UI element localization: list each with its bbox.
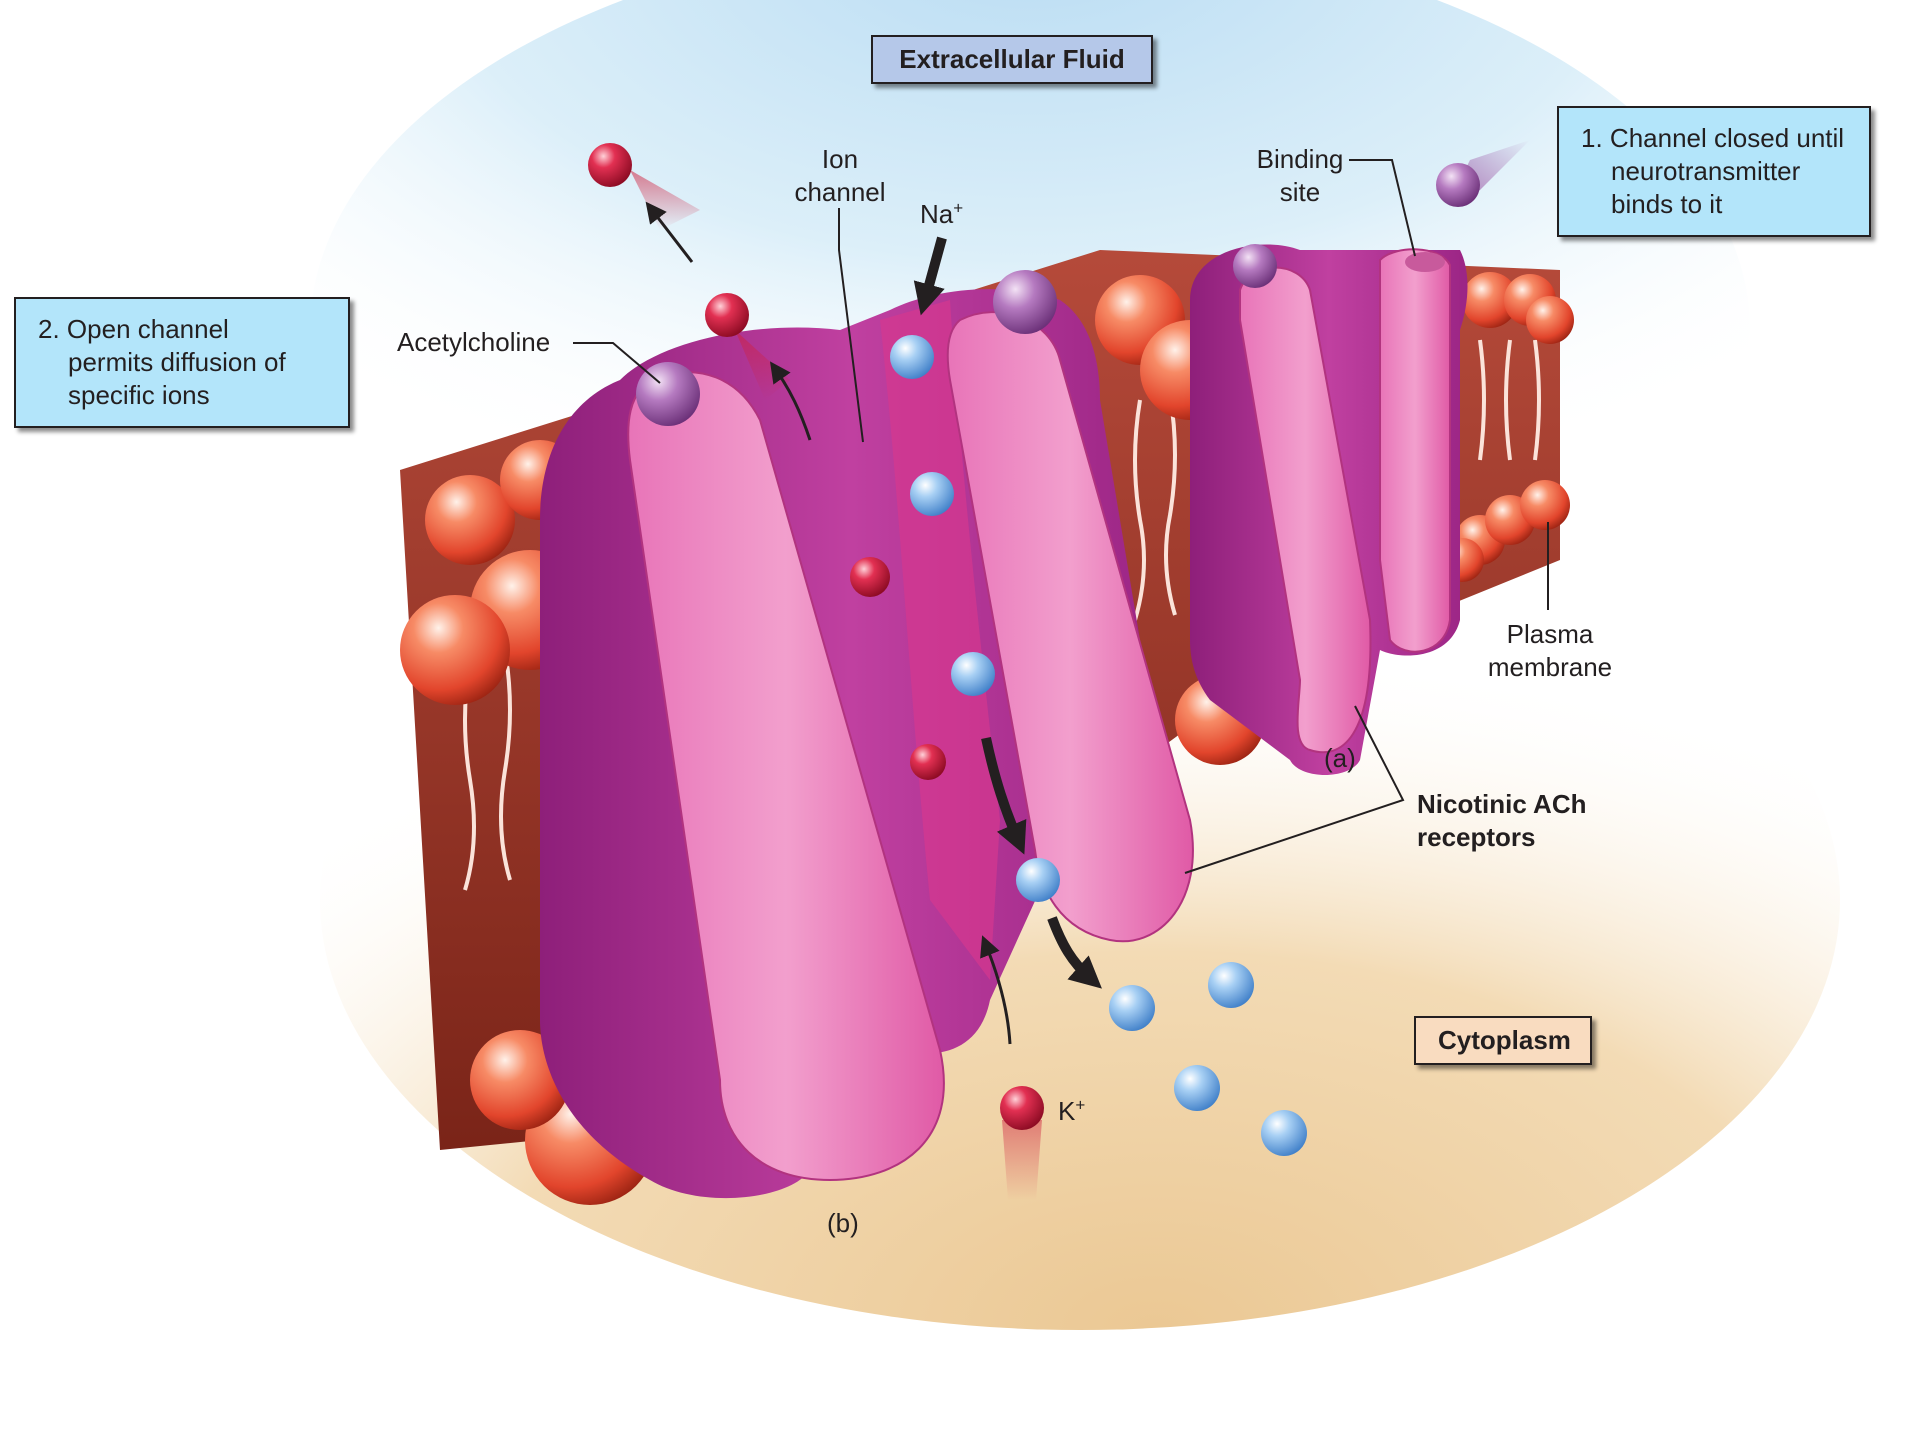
sodium-exit-arrow xyxy=(1047,916,1102,989)
extracellular-fluid-label: Extracellular Fluid xyxy=(871,35,1153,84)
nicotinic-receptor-a xyxy=(1190,244,1468,775)
step2-text-line1: Open channel xyxy=(66,314,229,344)
potassium-ions xyxy=(588,143,1044,1200)
potassium-ion-symbol: K xyxy=(1058,1096,1076,1126)
sodium-ion-symbol: Na xyxy=(920,199,954,229)
binding-site-label-line2: site xyxy=(1279,177,1321,207)
step1-text-line2: neurotransmitter xyxy=(1611,156,1801,186)
step1-number: 1. xyxy=(1581,123,1603,153)
sodium-flow-arrows xyxy=(913,236,1102,989)
potassium-ion-label: K+ xyxy=(1058,1095,1085,1128)
binding-site-leader xyxy=(1349,159,1416,257)
sodium-ions xyxy=(890,335,1307,1156)
panel-a-label: (a) xyxy=(1324,743,1356,773)
plasma-membrane-label: Plasma membrane xyxy=(1470,618,1630,684)
plasma-membrane-label-line2: membrane xyxy=(1487,652,1613,682)
step1-callout: 1. Channel closed until neurotransmitter… xyxy=(1557,106,1871,237)
potassium-entry-arrow xyxy=(980,935,1012,1045)
nicotinic-ach-label-line1: Nicotinic ACh xyxy=(1417,789,1587,819)
nicotinic-ach-receptors-label: Nicotinic ACh receptors xyxy=(1417,788,1586,854)
binding-site-label: Binding site xyxy=(1245,143,1355,209)
step2-text-line3: specific ions xyxy=(68,380,210,410)
step2-text-line2: permits diffusion of xyxy=(68,347,286,377)
cytoplasm-label: Cytoplasm xyxy=(1414,1016,1592,1065)
acetylcholine-molecule xyxy=(1233,244,1277,288)
panel-b-label: (b) xyxy=(827,1208,859,1238)
potassium-exit-arrow xyxy=(645,201,694,263)
plasma-membrane-label-line1: Plasma xyxy=(1506,619,1594,649)
sodium-ion-charge: + xyxy=(953,198,964,218)
acetylcholine-molecule xyxy=(636,362,700,426)
ion-channel-label-line2: channel xyxy=(794,177,886,207)
sodium-ion-label: Na+ xyxy=(920,198,963,231)
ion-channel-label: Ion channel xyxy=(770,143,910,209)
acetylcholine-molecule xyxy=(993,270,1057,334)
potassium-ion-charge: + xyxy=(1075,1095,1086,1115)
ion-channel-label-line1: Ion xyxy=(821,144,859,174)
ion-channel-leader xyxy=(838,208,864,443)
leader-lines xyxy=(573,159,1549,874)
potassium-flow-arrows xyxy=(645,201,1012,1045)
free-acetylcholine-molecule xyxy=(1436,163,1480,207)
nicotinic-receptor-leader xyxy=(1184,705,1405,874)
sodium-channel-arrow xyxy=(981,736,1027,855)
sodium-influx-arrow xyxy=(913,236,947,316)
acetylcholine-leader xyxy=(573,342,661,384)
nicotinic-receptor-b xyxy=(540,289,1194,1199)
step1-text-line1: Channel closed until xyxy=(1609,123,1845,153)
step2-callout: 2. Open channel permits diffusion of spe… xyxy=(14,297,350,428)
acetylcholine-label: Acetylcholine xyxy=(397,327,551,357)
potassium-channel-arrow xyxy=(769,361,812,441)
step1-text-line3: binds to it xyxy=(1611,189,1723,219)
nicotinic-ach-label-line2: receptors xyxy=(1417,822,1536,852)
binding-site-label-line1: Binding xyxy=(1256,144,1344,174)
step2-number: 2. xyxy=(38,314,60,344)
